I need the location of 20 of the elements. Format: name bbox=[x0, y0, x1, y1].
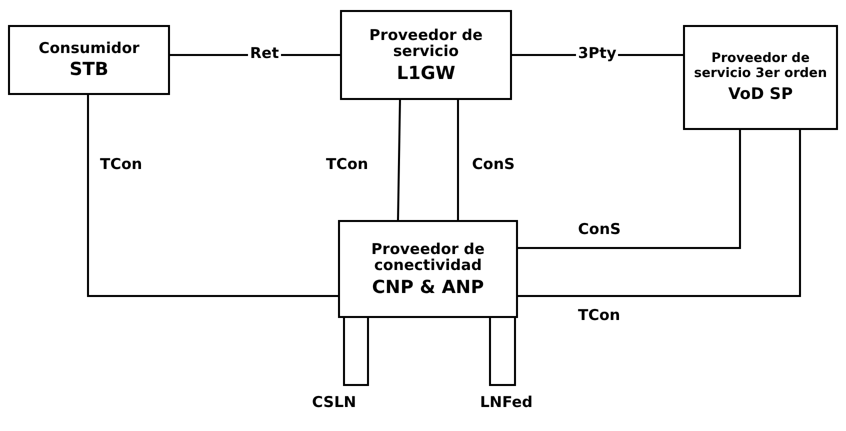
node-label: L1GW bbox=[396, 64, 456, 84]
node-title: Proveedor de conectividad bbox=[370, 240, 486, 274]
process-box bbox=[683, 25, 838, 130]
edge-label: 3Pty bbox=[576, 44, 618, 62]
connector-line bbox=[489, 318, 516, 386]
node-title: Proveedor de servicio 3er orden bbox=[692, 52, 828, 81]
connector-line bbox=[457, 100, 459, 220]
process-box bbox=[338, 220, 518, 318]
connector-line bbox=[397, 100, 401, 220]
connector-line bbox=[518, 130, 801, 297]
node-label: VoD SP bbox=[728, 85, 793, 103]
process-box bbox=[340, 10, 512, 100]
node-label: CNP & ANP bbox=[372, 278, 484, 298]
process-box bbox=[8, 25, 170, 95]
node-label: STB bbox=[70, 60, 108, 80]
connector-line bbox=[343, 318, 369, 386]
node-title: Consumidor bbox=[38, 40, 140, 56]
connector-line bbox=[87, 95, 338, 297]
connector-line bbox=[518, 130, 741, 249]
node-title: Proveedor de servicio bbox=[368, 26, 484, 60]
